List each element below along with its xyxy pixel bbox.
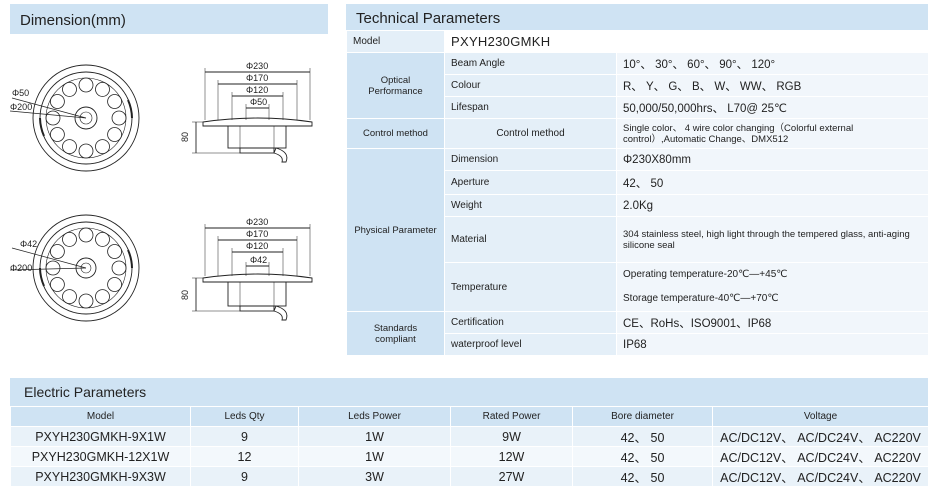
control-method-value: Single color、 4 wire color changing（Colo… [616,118,928,149]
temperature-operating: Operating temperature-20℃—+45℃ [623,269,788,280]
cell-voltage: AC/DC12V、 AC/DC24V、 AC220V [712,446,928,467]
electric-header: Electric Parameters [10,378,928,406]
side-view-top: Φ230 Φ170 Φ120 Φ50 80 [180,61,313,163]
side-view-bottom: Φ230 Φ170 Φ120 Φ42 80 [180,217,313,321]
cell-leds-qty: 12 [190,446,299,467]
lifespan-label: Lifespan [444,96,617,119]
col-voltage: Voltage [712,406,928,427]
top-side-dia-2: Φ170 [246,73,268,83]
technical-title: Technical Parameters [356,10,501,27]
bottom-side-dia-4: Φ42 [250,255,267,265]
col-leds-qty: Leds Qty [190,406,299,427]
dimension-title: Dimension(mm) [20,12,126,29]
weight-label: Weight [444,194,617,217]
electric-header-row: Model Leds Qty Leds Power Rated Power Bo… [10,406,928,427]
control-method-label: Control method [444,118,617,149]
waterproof-value: IP68 [616,333,928,356]
cell-leds-power: 1W [298,446,451,467]
table-row: PXYH230GMKH-9X1W 9 1W 9W 42、 50 AC/DC12V… [10,426,928,447]
material-value: 304 stainless steel, high light through … [616,216,928,263]
dimension-drawing: Φ50 Φ200 Φ230 Φ170 Φ120 Φ50 80 [9,61,313,322]
cell-rated-power: 12W [450,446,573,467]
cell-rated-power: 9W [450,426,573,447]
bottom-side-dia-1: Φ230 [246,217,268,227]
electric-title: Electric Parameters [24,384,147,400]
table-row: Standards compliant Certification CE、RoH… [346,311,928,356]
beam-angle-value: 10°、 30°、 60°、 90°、 120° [616,52,928,75]
table-row: Weight 2.0Kg [347,194,928,217]
cell-model: PXYH230GMKH-12X1W [10,446,191,467]
beam-angle-label: Beam Angle [444,52,617,75]
model-label: Model [346,30,445,53]
top-side-dia-3: Φ120 [246,85,268,95]
bottom-left-dia-inner: Φ42 [20,239,37,249]
group-control: Control method [346,118,445,149]
cell-model: PXYH230GMKH-9X1W [10,426,191,447]
cell-leds-power: 3W [298,466,451,487]
front-view-top: Φ50 Φ200 [9,64,140,172]
top-side-dia-1: Φ230 [246,61,268,71]
colour-value: R、 Y、 G、 B、 W、 WW、 RGB [616,74,928,97]
col-model: Model [10,406,191,427]
table-row: Material 304 stainless steel, high light… [347,216,928,263]
cell-bore-diameter: 42、 50 [572,466,713,487]
top-height: 80 [180,132,190,142]
table-row: Temperature Operating temperature-20℃—+4… [347,262,928,312]
technical-header: Technical Parameters [346,4,928,30]
bottom-side-dia-3: Φ120 [246,241,268,251]
weight-value: 2.0Kg [616,194,928,217]
col-bore-diameter: Bore diameter [572,406,713,427]
bottom-left-dia-outer: Φ200 [10,263,32,273]
top-side-dia-4: Φ50 [250,97,267,107]
group-optical: Optical Performance [346,52,445,119]
cell-voltage: AC/DC12V、 AC/DC24V、 AC220V [712,466,928,487]
bottom-height: 80 [180,290,190,300]
dimension-header: Dimension(mm) [10,4,328,34]
cell-model: PXYH230GMKH-9X3W [10,466,191,487]
cell-leds-qty: 9 [190,466,299,487]
table-row: Optical Performance Beam Angle 10°、 30°、… [346,52,928,119]
group-standards: Standards compliant [346,311,445,356]
table-row: PXYH230GMKH-9X3W 9 3W 27W 42、 50 AC/DC12… [10,466,928,487]
cell-bore-diameter: 42、 50 [572,446,713,467]
cell-leds-power: 1W [298,426,451,447]
aperture-label: Aperture [444,170,617,195]
table-row: PXYH230GMKH-12X1W 12 1W 12W 42、 50 AC/DC… [10,446,928,467]
table-row: Lifespan 50,000/50,000hrs、 L70@ 25℃ [347,96,928,119]
table-row: Physical Parameter Dimension Φ230X80mm [346,148,928,312]
technical-table: Model PXYH230GMKH Optical Performance Be… [346,30,928,356]
table-row: Colour R、 Y、 G、 B、 W、 WW、 RGB [347,74,928,97]
top-left-dia-inner: Φ50 [12,88,29,98]
table-row: Control method Control method Single col… [346,118,928,149]
temperature-label: Temperature [444,262,617,312]
col-leds-power: Leds Power [298,406,451,427]
model-value: PXYH230GMKH [444,30,617,53]
aperture-value: 42、 50 [616,170,928,195]
group-physical: Physical Parameter [346,148,445,312]
lifespan-value: 50,000/50,000hrs、 L70@ 25℃ [616,96,928,119]
cell-leds-qty: 9 [190,426,299,447]
cell-rated-power: 27W [450,466,573,487]
certification-label: Certification [444,311,617,334]
cell-bore-diameter: 42、 50 [572,426,713,447]
dimension-label: Dimension [444,148,617,171]
electric-table: Model Leds Qty Leds Power Rated Power Bo… [10,406,928,487]
bottom-side-dia-2: Φ170 [246,229,268,239]
waterproof-label: waterproof level [444,333,617,356]
table-row: Model PXYH230GMKH [346,30,928,53]
colour-label: Colour [444,74,617,97]
dimension-value: Φ230X80mm [616,148,928,171]
material-label: Material [444,216,617,263]
certification-value: CE、RoHs、ISO9001、IP68 [616,311,928,334]
cell-voltage: AC/DC12V、 AC/DC24V、 AC220V [712,426,928,447]
col-rated-power: Rated Power [450,406,573,427]
top-left-dia-outer: Φ200 [10,102,32,112]
front-view-bottom: Φ42 Φ200 [9,214,140,322]
temperature-storage: Storage temperature-40℃—+70℃ [623,293,779,304]
table-row: waterproof level IP68 [347,333,928,356]
